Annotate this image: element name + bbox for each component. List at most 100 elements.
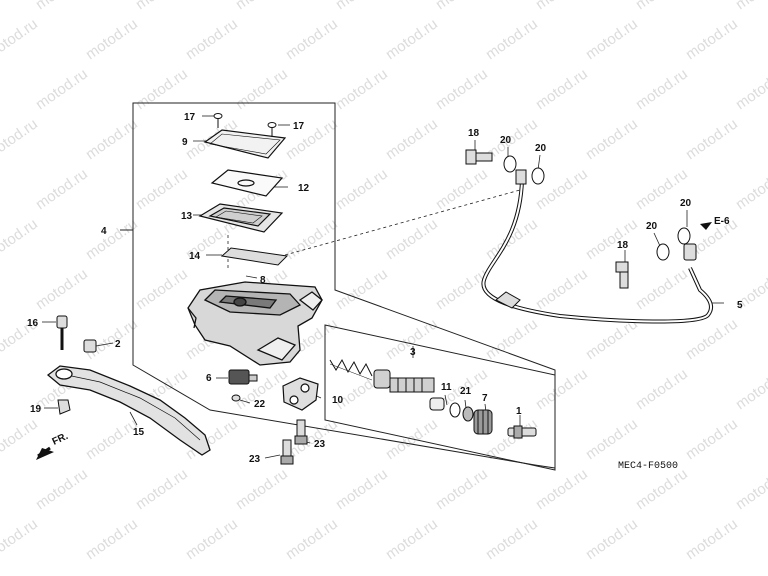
- push-rod-collar: [83, 339, 97, 353]
- part-label-18-lower: 18: [617, 240, 629, 251]
- watermark-text: motod.ru: [733, 65, 768, 113]
- part-label-17-left: 17: [184, 112, 196, 123]
- watermark-text: motod.ru: [683, 315, 741, 363]
- watermark-text: motod.ru: [483, 315, 541, 363]
- watermark-text: motod.ru: [233, 0, 291, 13]
- watermark-text: motod.ru: [83, 215, 141, 263]
- watermark-text: motod.ru: [433, 265, 491, 313]
- watermark-text: motod.ru: [33, 465, 91, 513]
- push-rod-1: [507, 425, 537, 439]
- part-label-12: 12: [298, 183, 310, 194]
- watermark-text: motod.ru: [683, 415, 741, 463]
- watermark-text: motod.ru: [183, 15, 241, 63]
- watermark-text: motod.ru: [83, 415, 141, 463]
- part-label-11: 11: [441, 382, 452, 393]
- hose-clamp: [495, 291, 521, 309]
- part-label-22: 22: [254, 399, 266, 410]
- piston-assembly: [373, 369, 435, 393]
- part-label-15: 15: [133, 427, 145, 438]
- watermark-text: motod.ru: [0, 415, 41, 463]
- front-arrow-label: FR.: [51, 431, 70, 448]
- watermark-text: motod.ru: [133, 265, 191, 313]
- part-label-20-d: 20: [680, 198, 692, 209]
- sealing-washer-lower-1: [656, 243, 670, 261]
- screw-17-right: [267, 122, 277, 137]
- watermark-text: motod.ru: [433, 465, 491, 513]
- part-label-7: 7: [482, 393, 488, 404]
- sealing-washer-top-2: [531, 167, 545, 185]
- diagram-code: MEC4-F0500: [618, 461, 678, 472]
- watermark-text: motod.ru: [0, 515, 41, 563]
- reference-e6: E-6: [700, 216, 730, 230]
- lever-holder: [282, 377, 319, 411]
- watermark-text: motod.ru: [583, 415, 641, 463]
- washer-11: [449, 402, 461, 418]
- part-label-21: 21: [460, 386, 472, 397]
- watermark-text: motod.ru: [383, 115, 441, 163]
- part-labels: 1 2 3 4 5 6 7 8 9 10 11 12 13 14 15 16 1…: [27, 112, 743, 465]
- watermark-text: motod.ru: [533, 465, 591, 513]
- watermark-text: motod.ru: [233, 65, 291, 113]
- watermark-text: motod.ru: [433, 0, 491, 13]
- watermark-text: motod.ru: [133, 0, 191, 13]
- watermark-text: motod.ru: [83, 315, 141, 363]
- part-label-19: 19: [30, 404, 42, 415]
- watermark-text: motod.ru: [583, 115, 641, 163]
- watermark-text: motod.ru: [33, 0, 91, 13]
- part-label-16: 16: [27, 318, 39, 329]
- piston-cup: [429, 397, 445, 411]
- watermark-text: motod.ru: [633, 265, 691, 313]
- watermark-text: motod.ru: [33, 165, 91, 213]
- watermark-text: motod.ru: [733, 365, 768, 413]
- part-label-23-left: 23: [249, 454, 261, 465]
- part-label-10: 10: [332, 395, 344, 406]
- part-label-4: 4: [101, 226, 107, 237]
- watermark-text: motod.ru: [33, 265, 91, 313]
- watermark-text: motod.ru: [0, 215, 41, 263]
- clutch-switch: [228, 369, 258, 385]
- watermark-text: motod.ru: [133, 465, 191, 513]
- part-label-2: 2: [115, 339, 121, 350]
- part-label-14: 14: [189, 251, 201, 262]
- watermark-text: motod.ru: [483, 15, 541, 63]
- watermark-text: motod.ru: [683, 115, 741, 163]
- part-label-23-right: 23: [314, 439, 326, 450]
- watermark-text: motod.ru: [583, 15, 641, 63]
- watermark-text: motod.ru: [733, 165, 768, 213]
- part-label-8: 8: [260, 275, 266, 286]
- watermark-text: motod.ru: [183, 515, 241, 563]
- watermark-text: motod.ru: [533, 365, 591, 413]
- reservoir-plate: [210, 169, 284, 197]
- watermark-text: motod.ru: [283, 115, 341, 163]
- watermark-text: motod.ru: [633, 0, 691, 13]
- diaphragm-plate: [220, 247, 289, 266]
- watermark-text: motod.ru: [633, 65, 691, 113]
- watermark-text: motod.ru: [283, 15, 341, 63]
- part-label-9: 9: [182, 137, 188, 148]
- watermark-text: motod.ru: [583, 215, 641, 263]
- hose-fitting-lower: [683, 243, 697, 261]
- holder-bolt-right: [294, 419, 308, 445]
- reservoir-cap: [203, 129, 287, 159]
- part-label-1: 1: [516, 406, 522, 417]
- watermark-text: motod.ru: [683, 515, 741, 563]
- watermark-text: motod.ru: [683, 15, 741, 63]
- part-label-20-a: 20: [500, 135, 512, 146]
- part-label-20-c: 20: [646, 221, 658, 232]
- watermark-text: motod.ru: [733, 465, 768, 513]
- part-label-20-b: 20: [535, 143, 547, 154]
- part-label-13: 13: [181, 211, 193, 222]
- watermark-text: motod.ru: [333, 165, 391, 213]
- watermark-text: motod.ru: [33, 65, 91, 113]
- watermark-text: motod.ru: [483, 215, 541, 263]
- holder-bolt-left: [280, 439, 294, 465]
- watermark-text: motod.ru: [333, 265, 391, 313]
- watermark-text: motod.ru: [533, 265, 591, 313]
- watermark-text: motod.ru: [283, 515, 341, 563]
- part-label-5: 5: [737, 300, 743, 311]
- watermark-text: motod.ru: [333, 465, 391, 513]
- pivot-nut: [57, 399, 71, 415]
- watermark-text: motod.ru: [633, 365, 691, 413]
